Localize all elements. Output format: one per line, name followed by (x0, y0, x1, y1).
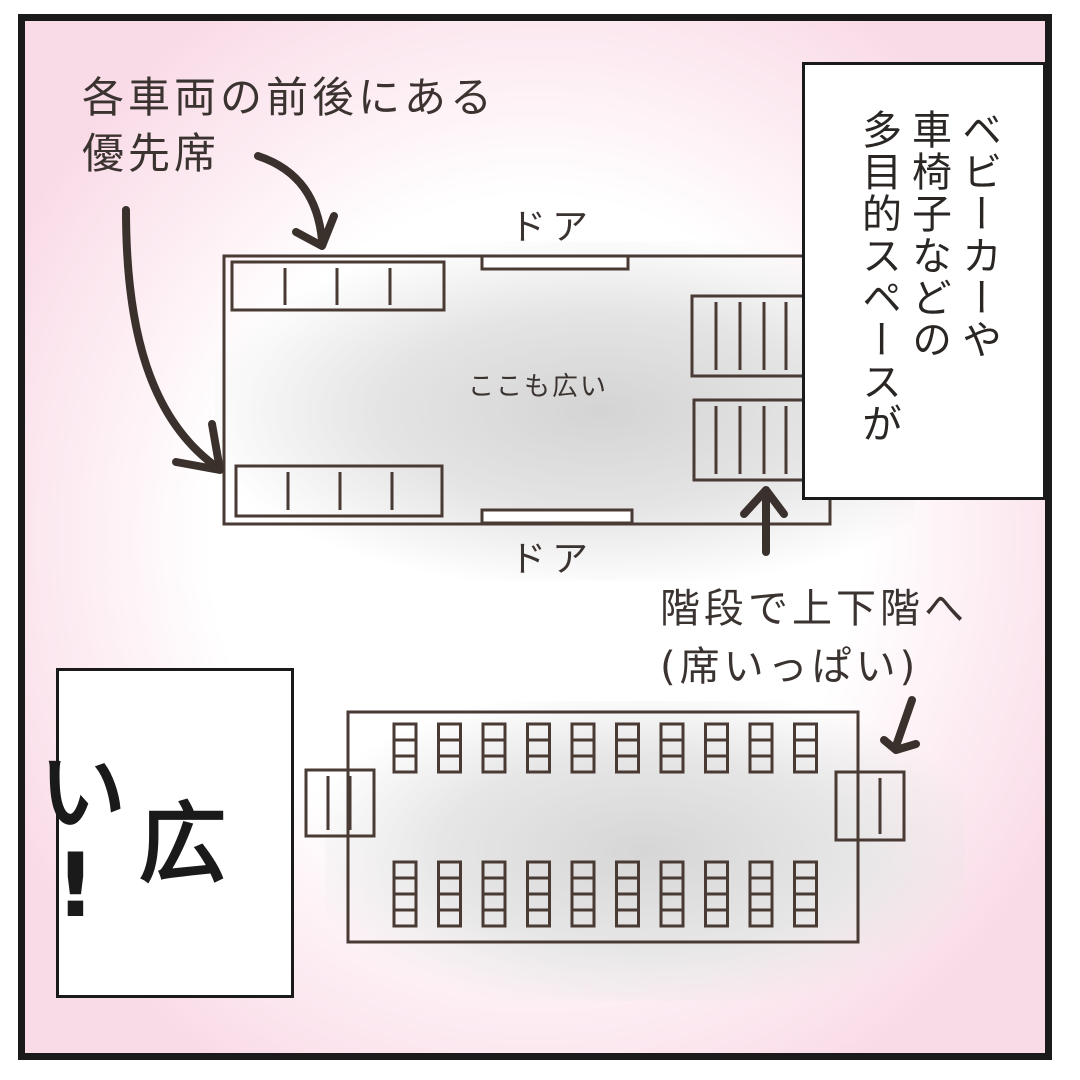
door-top-rect (480, 254, 630, 271)
stairs-note: 階段で上下階へ (席いっぱい) (660, 586, 968, 690)
priority-seats-bottom (234, 464, 444, 518)
multi-purpose-line-3: 多目的スペースが (855, 109, 901, 445)
multi-purpose-box: ベビーカーや 車椅子などの 多目的スペースが (802, 62, 1046, 500)
seat-block (526, 722, 551, 774)
arrow-down-small-icon-head (880, 736, 920, 754)
seat-block (615, 722, 640, 774)
arrow-up-icon-head (740, 486, 788, 518)
seat-block (704, 722, 729, 774)
arrow-down-small-icon (892, 696, 916, 750)
seat-block (481, 722, 507, 774)
seat-row-bottom (392, 860, 818, 928)
spacious-note: ここも広い (468, 372, 609, 402)
arrow-down-icon-head (292, 212, 338, 250)
multi-purpose-line-1: ベビーカーや (955, 109, 1001, 361)
seat-row-top (392, 722, 818, 774)
exclamation-text: 広い! (24, 745, 227, 937)
arrow-down-icon (254, 152, 326, 244)
door-label-top: ドア (510, 207, 595, 248)
seat-block (793, 722, 818, 774)
stair-right (834, 770, 906, 842)
arrow-curved-icon-head (172, 420, 224, 474)
car-outline-lower (346, 710, 860, 944)
door-bottom-rect (480, 508, 634, 525)
seat-block (570, 722, 596, 774)
stair-left (304, 768, 376, 838)
end-seats-lower (692, 398, 806, 482)
priority-seats-top (230, 260, 446, 312)
exclamation-box: 広い! (24, 668, 294, 998)
priority-seat-caption: 各車両の前後にある 優先席 (82, 73, 497, 178)
seat-block (659, 722, 685, 774)
multi-purpose-line-2: 車椅子などの (905, 109, 951, 361)
seat-block (748, 722, 774, 774)
seat-block (437, 722, 462, 774)
end-seats-upper (690, 294, 806, 378)
door-label-bottom: ドア (510, 539, 595, 580)
seat-block (392, 722, 418, 774)
arrow-curved-icon (122, 206, 222, 472)
